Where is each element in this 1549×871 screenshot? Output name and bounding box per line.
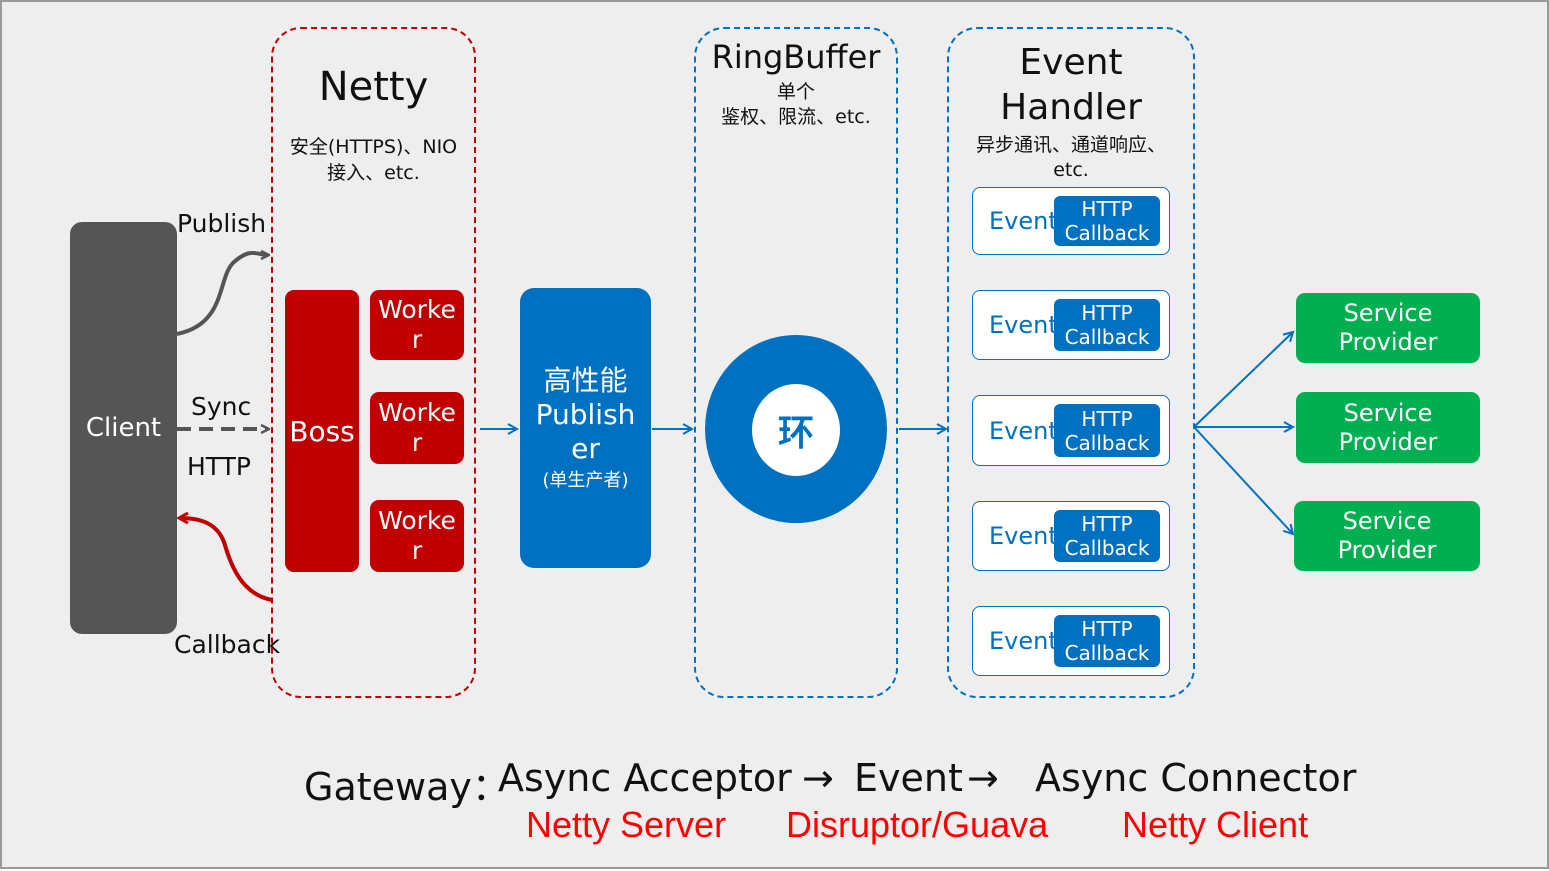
- service-provider-box: Service Provider: [1296, 392, 1480, 463]
- footer-async-connector: Async Connector: [1035, 756, 1357, 800]
- boss-box: Boss: [285, 290, 359, 572]
- http-callback-box: HTTP Callback: [1054, 510, 1160, 562]
- event-handler-title-line1: Event: [1019, 42, 1123, 83]
- worker-label: Worke r: [378, 295, 456, 354]
- handler-to-provider-3-arrow: [1193, 426, 1293, 534]
- client-box: Client: [70, 222, 177, 634]
- http-callback-line1: HTTP: [1081, 406, 1133, 431]
- http-callback-line1: HTTP: [1081, 617, 1133, 641]
- event-handler-title-line2: Handler: [1000, 87, 1142, 128]
- ring-label: 环: [777, 413, 814, 454]
- netty-title: Netty: [318, 64, 429, 110]
- footer-arrow-2: →: [967, 756, 999, 800]
- worker-box: Worke r: [370, 500, 464, 572]
- http-callback-line1: HTTP: [1081, 301, 1133, 325]
- netty-subtitle-line2: 接入、etc.: [327, 162, 420, 184]
- http-callback-line2: Callback: [1064, 641, 1150, 665]
- publisher-title: 高性能 Publish er: [535, 364, 636, 465]
- ringbuffer-subtitle-line2: 鉴权、限流、etc.: [721, 106, 871, 128]
- http-callback-line2: Callback: [1064, 536, 1150, 560]
- worker-label: Worke r: [378, 398, 456, 457]
- ringbuffer-title: RingBuffer: [711, 38, 881, 76]
- event-handler-group: Event Handler 异步通讯、通道响应、 etc.: [947, 27, 1195, 698]
- http-callback-line2: Callback: [1064, 325, 1150, 349]
- service-provider-box: Service Provider: [1294, 501, 1480, 571]
- event-card: Event HTTP Callback: [972, 290, 1170, 360]
- worker-label: Worke r: [378, 506, 456, 565]
- boss-label: Boss: [289, 414, 355, 448]
- service-provider-line1: Service: [1343, 299, 1433, 327]
- service-provider-line2: Provider: [1338, 427, 1438, 456]
- http-callback-box: HTTP Callback: [1054, 299, 1160, 351]
- worker-box: Worke r: [370, 392, 464, 464]
- ring-center: 环: [752, 384, 840, 476]
- event-label: Event: [989, 207, 1058, 235]
- event-handler-subtitle-line2: etc.: [1053, 159, 1089, 181]
- http-callback-line2: Callback: [1064, 221, 1150, 245]
- http-callback-box: HTTP Callback: [1054, 196, 1160, 246]
- event-card: Event HTTP Callback: [972, 606, 1170, 676]
- http-callback-line1: HTTP: [1081, 197, 1133, 221]
- footer-disruptor-guava: Disruptor/Guava: [786, 804, 1049, 845]
- handler-to-provider-1-arrow: [1193, 332, 1293, 428]
- netty-group: Netty 安全(HTTPS)、NIO 接入、etc.: [271, 27, 476, 698]
- ringbuffer-group: RingBuffer 单个 鉴权、限流、etc.: [694, 27, 898, 698]
- service-provider-line2: Provider: [1337, 536, 1437, 564]
- http-callback-box: HTTP Callback: [1054, 615, 1160, 667]
- event-label: Event: [989, 311, 1058, 339]
- event-card: Event HTTP Callback: [972, 501, 1170, 571]
- event-card: Event HTTP Callback: [972, 395, 1170, 466]
- callback-arrow: [180, 518, 273, 602]
- footer-gateway: Gateway：: [304, 765, 510, 809]
- footer-netty-client: Netty Client: [1122, 804, 1309, 845]
- event-card: Event HTTP Callback: [972, 187, 1170, 255]
- footer-netty-server: Netty Server: [526, 804, 727, 845]
- publish-label: Publish: [177, 209, 267, 238]
- callback-label: Callback: [174, 630, 281, 659]
- footer-arrow-1: →: [802, 756, 834, 800]
- publisher-subtitle: (单生产者): [542, 470, 629, 491]
- event-label: Event: [989, 416, 1058, 445]
- sync-label: Sync: [191, 392, 252, 421]
- service-provider-line1: Service: [1342, 507, 1432, 535]
- netty-subtitle-line1: 安全(HTTPS)、NIO: [289, 136, 458, 158]
- publish-arrow: [176, 253, 268, 336]
- event-handler-subtitle-line1: 异步通讯、通道响应、: [975, 134, 1166, 156]
- http-callback-line2: Callback: [1064, 430, 1150, 455]
- event-label: Event: [989, 522, 1058, 550]
- ringbuffer-subtitle-line1: 单个: [776, 81, 815, 103]
- publisher-box: 高性能 Publish er (单生产者): [520, 288, 651, 568]
- http-callback-line1: HTTP: [1081, 512, 1133, 536]
- worker-box: Worke r: [370, 290, 464, 360]
- footer-async-acceptor: Async Acceptor: [498, 756, 792, 800]
- http-callback-box: HTTP Callback: [1054, 404, 1160, 457]
- client-label: Client: [85, 413, 162, 443]
- service-provider-box: Service Provider: [1296, 293, 1480, 363]
- event-label: Event: [989, 627, 1058, 655]
- service-provider-line1: Service: [1343, 398, 1433, 427]
- footer-event: Event: [854, 756, 963, 800]
- http-label: HTTP: [187, 452, 251, 481]
- service-provider-line2: Provider: [1338, 328, 1438, 356]
